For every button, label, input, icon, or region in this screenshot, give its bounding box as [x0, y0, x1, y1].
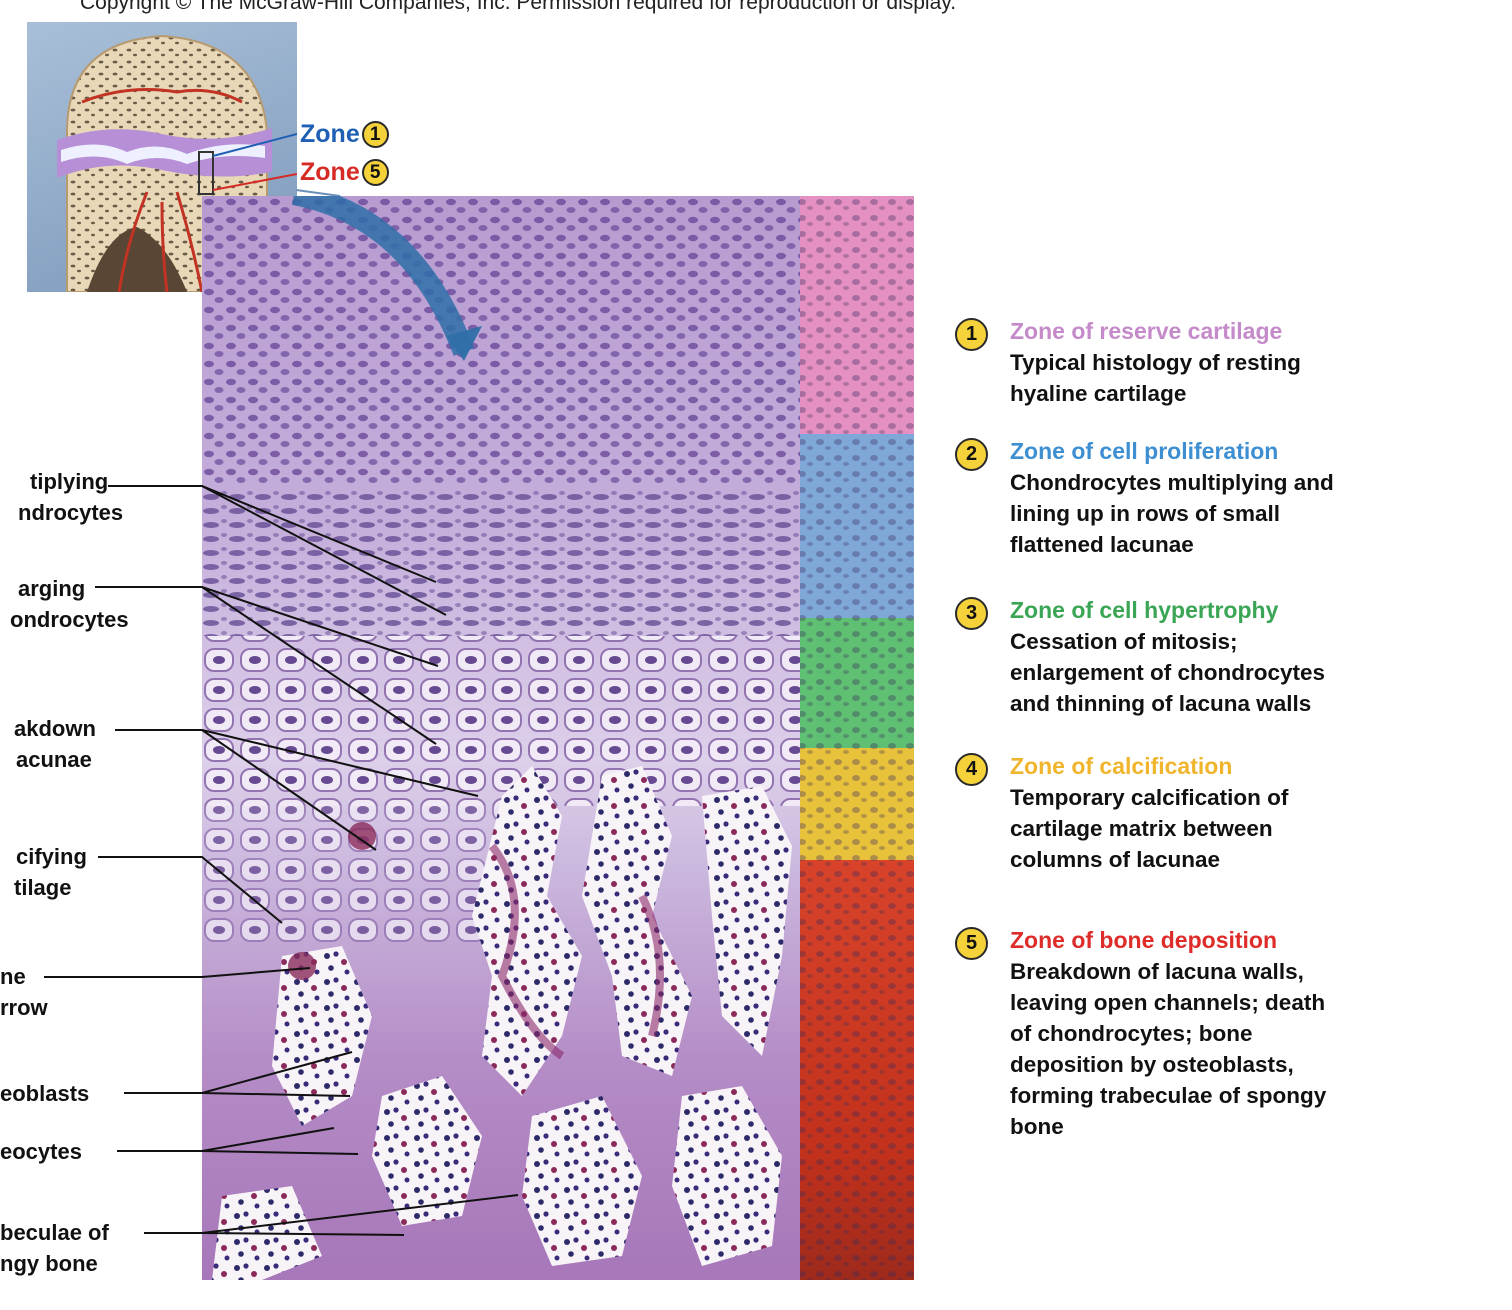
inset-zone-5-label: Zone 5 [300, 158, 389, 187]
zone-desc-line: Typical histology of resting [1010, 350, 1301, 375]
zone-number-badge: 5 [955, 927, 988, 960]
label-breakdown-lacunae: akdown acunae [0, 713, 96, 775]
zone-number-badge: 1 [955, 318, 988, 351]
copyright-notice: Copyright © The McGraw-Hill Companies, I… [80, 0, 957, 14]
label-line: acunae [16, 747, 92, 772]
inset-zone-5-word: Zone [300, 158, 360, 186]
label-osteoblasts: eoblasts [0, 1078, 89, 1109]
label-multiplying-chondrocytes: tiplying ndrocytes [0, 466, 123, 528]
legend-zone-3: 3 Zone of cell hypertrophy Cessation of … [955, 597, 1325, 719]
micrograph-image [202, 196, 914, 1280]
zone-desc-line: Cessation of mitosis; [1010, 629, 1238, 654]
label-line: beculae of [0, 1220, 109, 1245]
label-line: tilage [14, 875, 72, 900]
zone-number-badge: 4 [955, 753, 988, 786]
label-enlarging-chondrocytes: arging ondrocytes [0, 573, 129, 635]
zone-desc-line: hyaline cartilage [1010, 381, 1187, 406]
zone-desc-line: Breakdown of lacuna walls, [1010, 959, 1304, 984]
label-calcifying-cartilage: cifying tilage [0, 841, 87, 903]
zone-desc-line: Temporary calcification of [1010, 785, 1289, 810]
zone-desc-line: deposition by osteoblasts, [1010, 1052, 1294, 1077]
strip-texture [800, 196, 914, 1280]
zone-desc-line: cartilage matrix between [1010, 816, 1273, 841]
label-bone-marrow: ne rrow [0, 961, 48, 1023]
label-line: eocytes [0, 1139, 82, 1164]
zone-title: Zone of bone deposition [1010, 927, 1278, 953]
zone-title: Zone of cell proliferation [1010, 438, 1279, 464]
zone-title: Zone of cell hypertrophy [1010, 597, 1279, 623]
zone-desc-line: Chondrocytes multiplying and [1010, 470, 1334, 495]
inset-zone-1-badge: 1 [361, 121, 389, 148]
label-line: eoblasts [0, 1081, 90, 1106]
inset-zone-5-badge: 5 [361, 159, 389, 186]
zone-desc-line: and thinning of lacuna walls [1010, 691, 1312, 716]
zone-desc-line: bone [1010, 1114, 1064, 1139]
label-osteocytes: eocytes [0, 1136, 82, 1167]
label-line: tiplying [30, 469, 109, 494]
zone-desc-line: columns of lacunae [1010, 847, 1221, 872]
zone-desc-line: of chondrocytes; bone [1010, 1021, 1253, 1046]
label-trabeculae-spongy-bone: beculae of ngy bone [0, 1217, 109, 1279]
growth-plate-micrograph [202, 196, 914, 1280]
label-line: rrow [0, 995, 48, 1020]
zone-desc-line: enlargement of chondrocytes [1010, 660, 1326, 685]
label-line: arging [18, 576, 86, 601]
label-line: cifying [16, 844, 87, 869]
label-line: akdown [14, 716, 96, 741]
zone-number-badge: 3 [955, 597, 988, 630]
zone-desc-line: flattened lacunae [1010, 532, 1194, 557]
legend-zone-5: 5 Zone of bone deposition Breakdown of l… [955, 927, 1326, 1142]
legend-zone-2: 2 Zone of cell proliferation Chondrocyte… [955, 438, 1334, 560]
zone-desc-line: forming trabeculae of spongy [1010, 1083, 1327, 1108]
inset-zone-1-label: Zone 1 [300, 120, 389, 149]
label-line: ne [0, 964, 26, 989]
legend-zone-1: 1 Zone of reserve cartilage Typical hist… [955, 318, 1301, 409]
zone-desc-line: leaving open channels; death [1010, 990, 1326, 1015]
zone-number-badge: 2 [955, 438, 988, 471]
zone-title: Zone of calcification [1010, 753, 1233, 779]
legend-zone-4: 4 Zone of calcification Temporary calcif… [955, 753, 1288, 875]
label-line: ondrocytes [10, 607, 129, 632]
label-line: ngy bone [0, 1251, 98, 1276]
zone-desc-line: lining up in rows of small [1010, 501, 1281, 526]
inset-zone-1-word: Zone [300, 120, 360, 148]
zone-title: Zone of reserve cartilage [1010, 318, 1283, 344]
label-line: ndrocytes [18, 500, 124, 525]
